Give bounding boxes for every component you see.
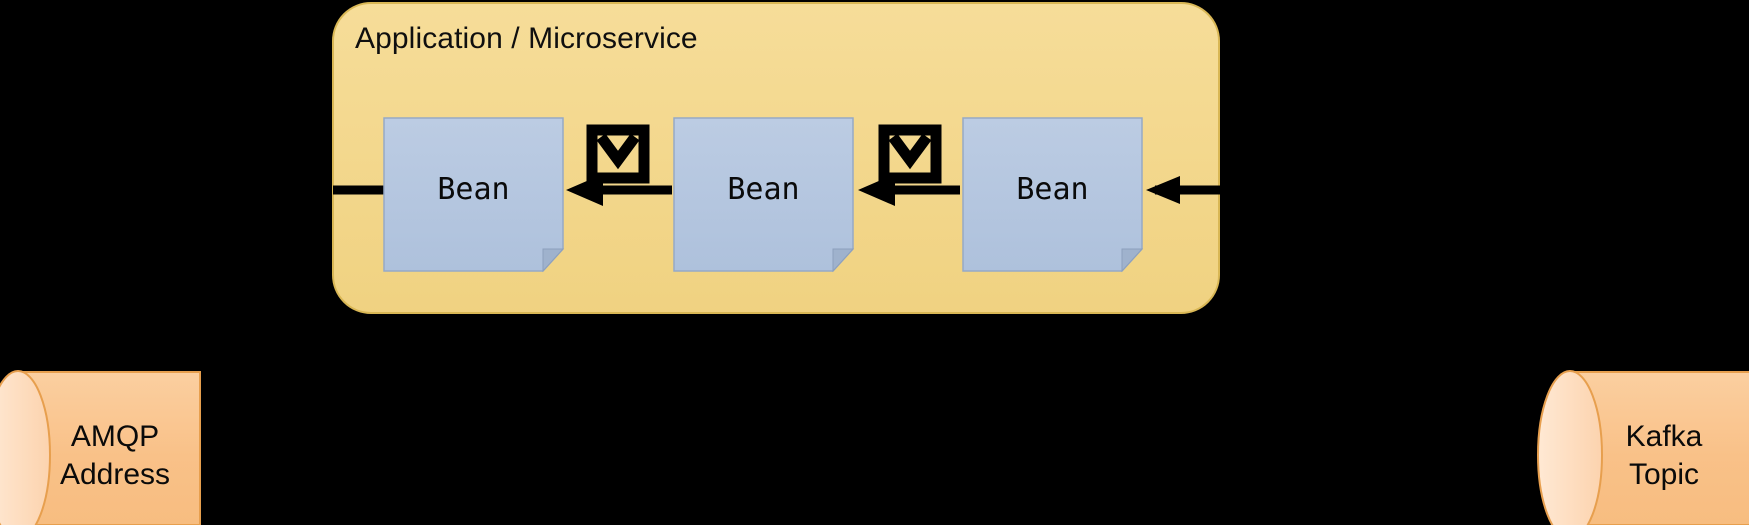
bean-fold-center	[832, 248, 855, 273]
bean-shape-right	[962, 117, 1143, 272]
amqp-cylinder-body	[18, 372, 200, 525]
envelope-icon	[878, 124, 942, 184]
kafka-cylinder-cap	[1537, 370, 1603, 525]
kafka-topic-node[interactable]	[1537, 370, 1749, 525]
arrowhead-into-bean-right	[1146, 176, 1180, 204]
bean-node-right[interactable]	[962, 117, 1144, 273]
kafka-cylinder-outline	[1570, 371, 1749, 525]
bean-shape-center	[673, 117, 854, 272]
kafka-cylinder-body	[1570, 372, 1749, 525]
bean-node-left[interactable]	[383, 117, 565, 273]
bean-shape-left	[383, 117, 564, 272]
amqp-cylinder-cap	[0, 370, 51, 525]
bean-fold-right	[1121, 248, 1144, 273]
envelope-icon	[586, 124, 650, 184]
bean-node-center[interactable]	[673, 117, 855, 273]
amqp-address-node[interactable]	[0, 370, 201, 525]
amqp-cylinder-outline	[18, 371, 201, 525]
bean-fold-left	[542, 248, 565, 273]
